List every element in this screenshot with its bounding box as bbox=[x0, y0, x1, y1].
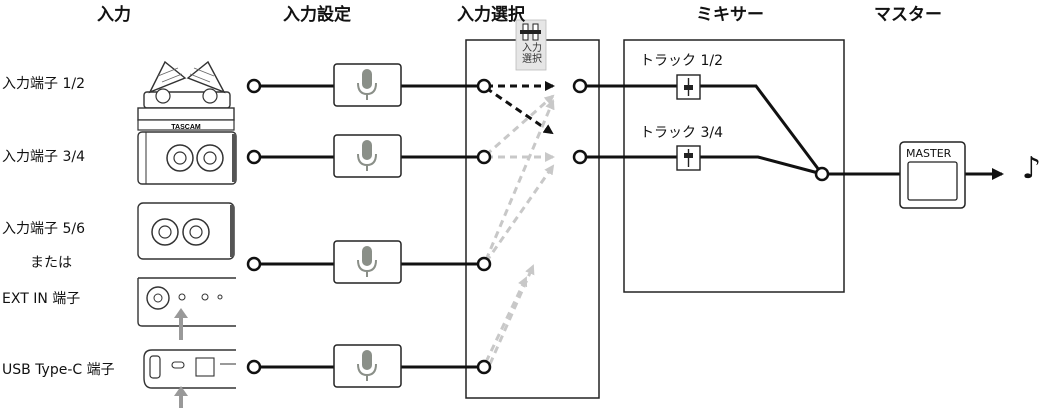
input-label-usb-c: USB Type-C 端子 bbox=[2, 362, 115, 378]
input-label-1-2: 入力端子 1/2 bbox=[2, 76, 85, 92]
microphone-icon bbox=[357, 350, 377, 381]
usb-type-c-image bbox=[143, 349, 236, 408]
mic-brand-text: TASCAM bbox=[171, 124, 201, 131]
microphone-icon bbox=[357, 69, 377, 100]
input-select-icon-label: 入力 選択 bbox=[522, 43, 542, 65]
input-label-3-4: 入力端子 3/4 bbox=[2, 149, 85, 165]
master-box bbox=[899, 141, 966, 209]
node-sel-4 bbox=[476, 359, 492, 375]
connection-nodes bbox=[246, 78, 830, 375]
xlr-combo-jacks-34-image bbox=[137, 131, 237, 185]
mixer-track-label-3-4: トラック 3/4 bbox=[640, 125, 723, 141]
header-input-settings: 入力設定 bbox=[283, 5, 351, 25]
node-sel-1 bbox=[476, 78, 492, 94]
ext-in-jack-image bbox=[137, 277, 236, 340]
node-out-2 bbox=[572, 149, 588, 165]
input-label-5-6: 入力端子 5/6 bbox=[2, 221, 85, 237]
node-in-3 bbox=[246, 256, 262, 272]
signal-lines bbox=[254, 84, 1004, 369]
microphone-icon bbox=[357, 246, 377, 277]
output-note-icon: ♪ bbox=[1022, 151, 1042, 186]
inactive-route-arrows bbox=[484, 94, 555, 365]
node-mix-sum bbox=[814, 166, 830, 182]
node-sel-3 bbox=[476, 256, 492, 272]
mixer-track-label-1-2: トラック 1/2 bbox=[640, 53, 723, 69]
master-label: MASTER bbox=[906, 147, 952, 160]
xlr-combo-jacks-56-image bbox=[137, 202, 235, 260]
node-in-2 bbox=[246, 149, 262, 165]
header-input: 入力 bbox=[97, 5, 131, 25]
fader-icon bbox=[676, 74, 701, 100]
mixer-box bbox=[623, 39, 845, 293]
node-sel-2 bbox=[476, 149, 492, 165]
input-select-box bbox=[465, 39, 600, 399]
header-master: マスター bbox=[874, 5, 942, 25]
header-input-select: 入力選択 bbox=[457, 5, 525, 25]
node-out-1 bbox=[572, 78, 588, 94]
header-mixer: ミキサー bbox=[696, 5, 764, 25]
active-route-arrows bbox=[485, 81, 555, 135]
node-in-1 bbox=[246, 78, 262, 94]
stereo-mic-image: TASCAM bbox=[137, 60, 235, 131]
input-label-or: または bbox=[30, 255, 72, 271]
input-label-ext-in: EXT IN 端子 bbox=[2, 291, 81, 307]
node-in-4 bbox=[246, 359, 262, 375]
input-select-icon bbox=[515, 19, 547, 71]
microphone-icon bbox=[357, 140, 377, 171]
fader-icon bbox=[676, 145, 701, 171]
